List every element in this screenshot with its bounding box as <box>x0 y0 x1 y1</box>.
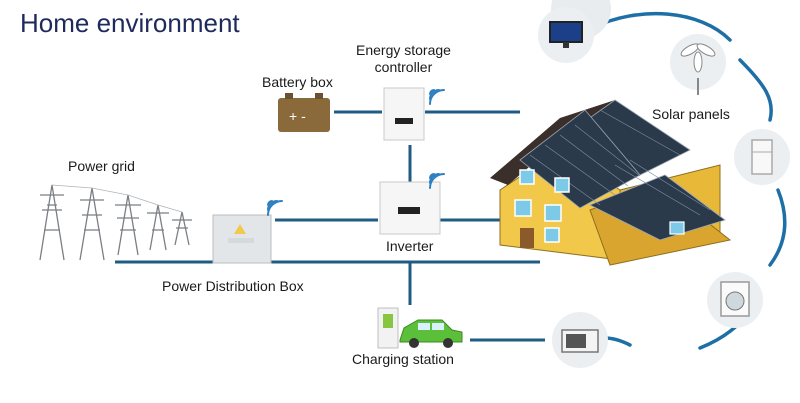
fan-icon <box>680 43 716 73</box>
esc-label-line1: Energy storage <box>356 42 451 58</box>
battery-symbols: + - <box>289 108 306 124</box>
power-grid-towers <box>39 184 192 261</box>
power-tower-icon <box>39 184 65 261</box>
tv-pin <box>538 0 611 63</box>
wifi-icon <box>267 89 445 216</box>
tv-icon <box>549 21 583 43</box>
washer-pin <box>707 272 763 328</box>
charging-station <box>377 307 399 349</box>
page-title: Home environment <box>20 8 240 38</box>
battery-box-label: Battery box <box>262 74 333 90</box>
connection-lines <box>115 110 545 342</box>
charging-station-label: Charging station <box>352 351 454 367</box>
energy-storage-controller <box>383 87 425 141</box>
esc-label-line2: controller <box>374 59 433 75</box>
fan-pin <box>670 34 726 95</box>
power-distribution-box-label: Power Distribution Box <box>162 278 304 294</box>
battery-box: + - <box>278 93 330 132</box>
power-distribution-box <box>212 214 272 264</box>
microwave-pin <box>552 312 608 368</box>
energy-storage-controller-label: Energy storage controller <box>356 42 451 76</box>
inverter-label: Inverter <box>386 238 434 254</box>
solar-panels-label: Solar panels <box>652 106 730 122</box>
power-grid-label: Power grid <box>68 158 135 174</box>
inverter <box>379 181 441 235</box>
fridge-icon <box>751 139 773 175</box>
house-with-solar-panels <box>490 99 732 266</box>
electric-car <box>399 319 463 348</box>
fridge-pin <box>734 129 790 185</box>
